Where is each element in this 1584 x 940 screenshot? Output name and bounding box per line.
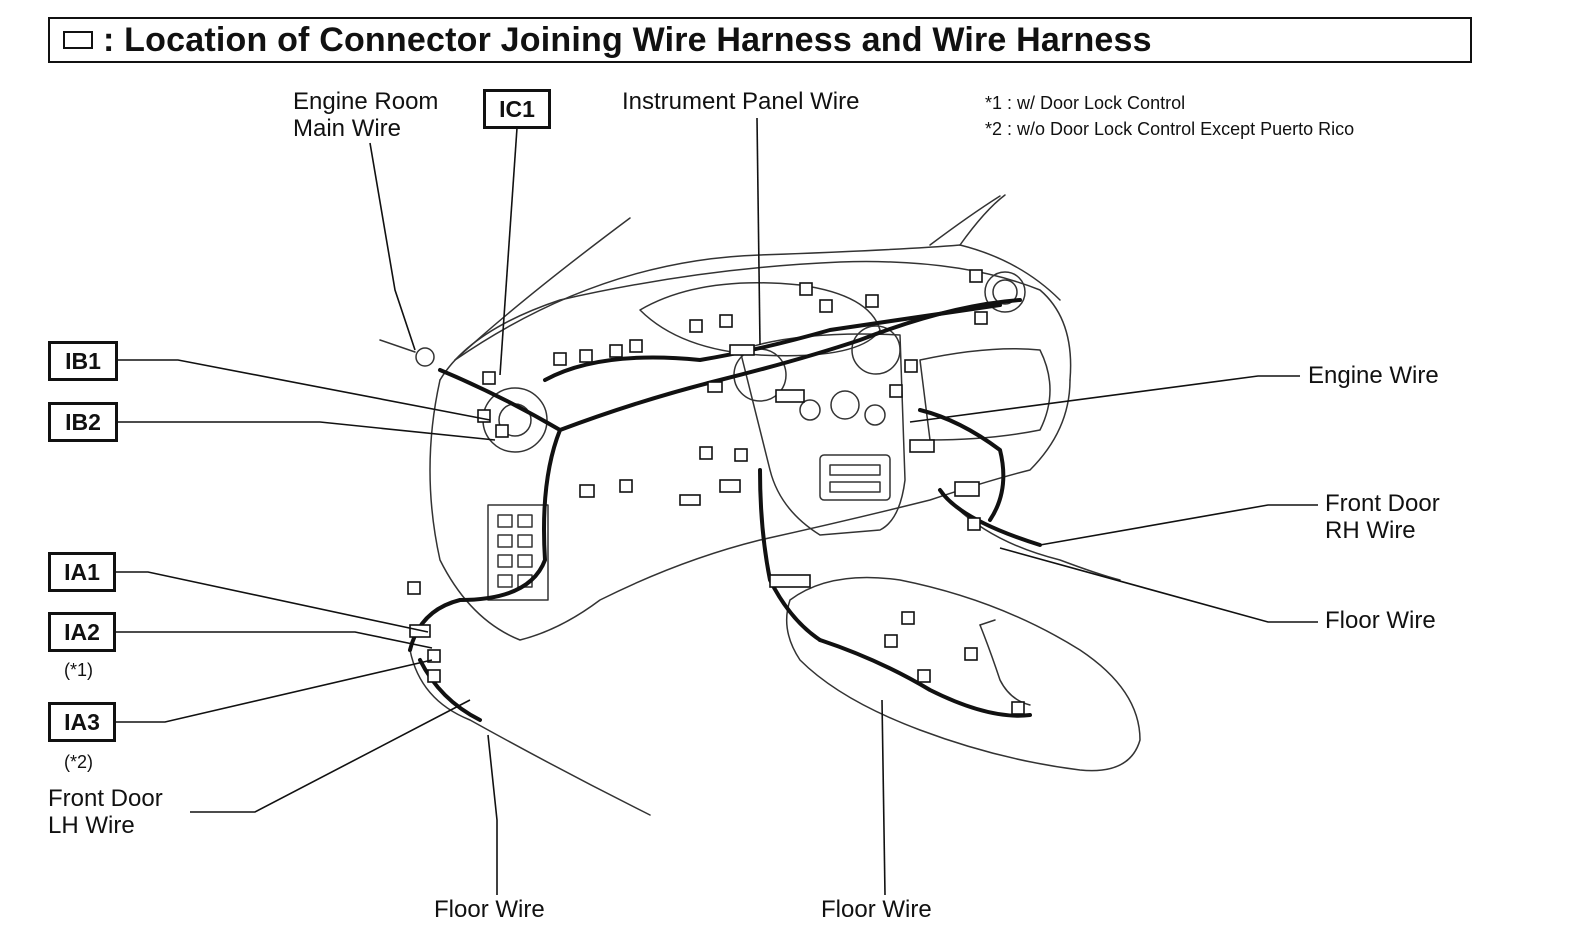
label-instrument-panel-wire: Instrument Panel Wire <box>622 88 860 115</box>
a-pillar-left <box>454 217 631 361</box>
harness-main <box>438 298 1022 432</box>
windshield-edge <box>454 244 1061 361</box>
connector-tag-ia1: IA1 <box>48 552 116 592</box>
leader-front-door-lh <box>190 699 471 813</box>
a-pillar-right <box>959 194 1006 246</box>
label-engine-wire: Engine Wire <box>1308 362 1439 389</box>
hvac-knob-1 <box>830 390 860 420</box>
page-title: : Location of Connector Joining Wire Har… <box>103 20 1152 59</box>
dash-lower-outline <box>429 379 1071 641</box>
connector-tag-ib1: IB1 <box>48 341 118 381</box>
footnote-2: *2 : w/o Door Lock Control Except Puerto… <box>985 119 1355 139</box>
footnote-1: *1 : w/ Door Lock Control <box>985 93 1186 113</box>
label-front-door-rh-line1: Front Door <box>1325 490 1440 517</box>
connector-tag-ia3: IA3 <box>48 702 116 742</box>
harness-left-drop <box>408 428 562 652</box>
steering-column <box>482 387 548 453</box>
label-floor-wire-right: Floor Wire <box>1325 607 1436 634</box>
connector-block <box>482 371 496 385</box>
center-stack <box>739 333 906 536</box>
leader-floor-bottom-left <box>487 734 498 895</box>
harness-console <box>818 638 1032 718</box>
vent-right <box>984 271 1026 313</box>
label-front-door-rh-line2: RH Wire <box>1325 517 1416 544</box>
cluster-hood <box>639 282 881 357</box>
leader-ib1 <box>118 359 491 421</box>
grommet <box>415 347 435 367</box>
leader-ia2 <box>116 631 433 649</box>
ia3-footnote-ref: (*2) <box>64 752 94 772</box>
gauge-right <box>851 325 901 375</box>
leader-ia3 <box>116 659 433 723</box>
left-door-sill <box>409 649 651 816</box>
audio-unit <box>819 454 891 501</box>
label-engine-room-main-line2: Main Wire <box>293 115 402 142</box>
ia2-footnote-ref: (*1) <box>64 660 94 680</box>
label-front-door-lh-line2: LH Wire <box>48 812 135 839</box>
harness-top <box>543 303 1002 382</box>
label-floor-wire-bottom-center: Floor Wire <box>821 896 932 923</box>
label-floor-wire-bottom-left: Floor Wire <box>434 896 545 923</box>
floor-console <box>785 576 1141 772</box>
leader-floor-bottom-center <box>881 699 886 896</box>
leader-engine-room-main <box>369 142 416 351</box>
square-outline-icon <box>63 31 93 49</box>
label-front-door-lh-line1: Front Door <box>48 785 163 812</box>
leader-floor-right <box>999 547 1318 623</box>
dash-top-outline <box>439 260 1072 381</box>
leader-ia1 <box>116 571 429 633</box>
leader-ib2 <box>118 421 496 441</box>
leader-ic1 <box>499 127 518 376</box>
label-engine-room-main-line1: Engine Room <box>293 88 439 115</box>
harness-left-door <box>418 658 482 722</box>
leader-engine-wire <box>909 375 1300 423</box>
connector-tag-ia2: IA2 <box>48 612 116 652</box>
connector-tag-ib2: IB2 <box>48 402 118 442</box>
junction-block <box>487 504 549 601</box>
harness-center-drop <box>758 468 822 642</box>
leader-instrument-panel <box>756 117 761 346</box>
leader-front-door-rh <box>1039 504 1318 546</box>
page-title-bar: : Location of Connector Joining Wire Har… <box>48 17 1472 63</box>
connector-tag-ic1: IC1 <box>483 89 551 129</box>
harness-right <box>918 408 1006 522</box>
hood-line <box>929 195 1001 246</box>
shift-lever <box>979 624 1031 706</box>
glove-box <box>919 348 1051 441</box>
